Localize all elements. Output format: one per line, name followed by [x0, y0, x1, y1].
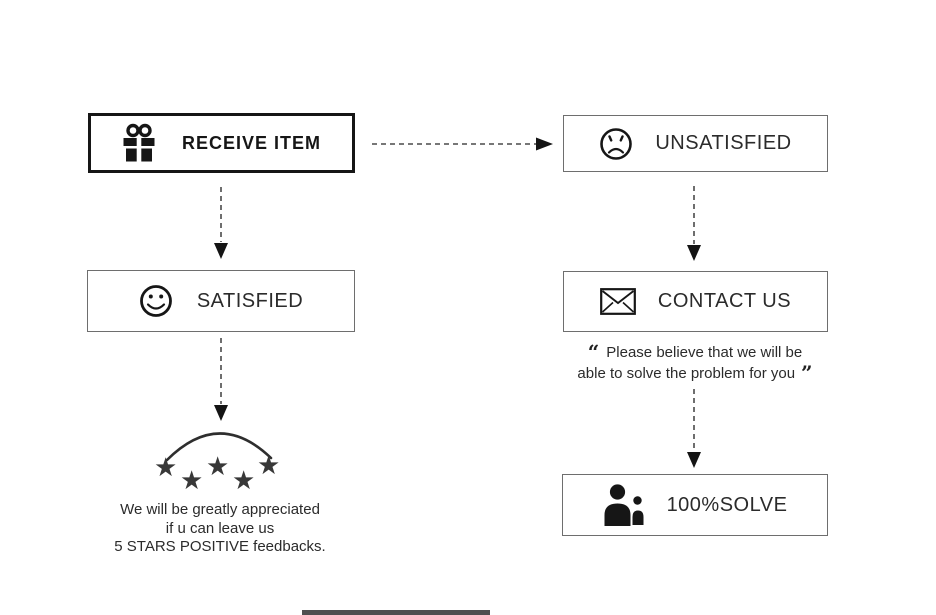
node-label-contact-us: CONTACT US [657, 290, 792, 312]
node-label-unsatisfied: UNSATISFIED [655, 132, 792, 154]
arrow-receive-to-satisfied [214, 187, 228, 259]
feedback-line-2: if u can leave us [165, 519, 275, 537]
star-icon: ★ [257, 450, 281, 480]
open-quote-mark: “ [587, 340, 600, 364]
quote-line-2: able to solve the problem for you ” [550, 362, 840, 383]
gift-icon [122, 123, 156, 163]
bottom-divider-bar [302, 610, 490, 615]
stars-arc [165, 432, 273, 462]
node-contact-us: CONTACT US [563, 271, 828, 332]
five-stars-graphic: ★★★★★ [135, 420, 305, 495]
star-icon: ★ [232, 465, 256, 495]
feedback-request-text: We will be greatly appreciated if u can … [60, 501, 380, 557]
star-icon: ★ [206, 451, 230, 481]
feedback-line-1: We will be greatly appreciated [120, 501, 320, 518]
star-icon: ★ [154, 452, 178, 482]
arrow-unsatisfied-to-contact [687, 186, 701, 261]
node-label-satisfied: SATISFIED [196, 289, 304, 312]
node-solve: 100%SOLVE [562, 474, 828, 536]
quote-text-1: Please believe that we will be [606, 344, 803, 361]
reassurance-quote: “ Please believe that we will be able to … [550, 341, 840, 383]
node-receive-item: RECEIVE ITEM [88, 113, 355, 173]
node-unsatisfied: UNSATISFIED [563, 115, 828, 172]
envelope-icon [600, 288, 636, 315]
feedback-line-3: 5 STARS POSITIVE feedbacks. [114, 538, 326, 555]
sad-face-icon [599, 127, 633, 161]
arrow-quote-to-solve [687, 389, 701, 468]
close-quote-mark: ” [801, 361, 813, 385]
quote-text-2: able to solve the problem for you [577, 365, 796, 382]
quote-line-1: “ Please believe that we will be [550, 341, 840, 362]
support-people-icon [603, 483, 649, 527]
arrow-satisfied-to-stars [214, 338, 228, 421]
node-label-solve: 100%SOLVE [666, 493, 788, 516]
node-satisfied: SATISFIED [87, 270, 355, 332]
arrow-receive-to-unsatisfied [372, 137, 553, 151]
node-label-receive-item: RECEIVE ITEM [181, 132, 322, 153]
star-icon: ★ [180, 465, 204, 495]
happy-face-icon [139, 284, 173, 318]
